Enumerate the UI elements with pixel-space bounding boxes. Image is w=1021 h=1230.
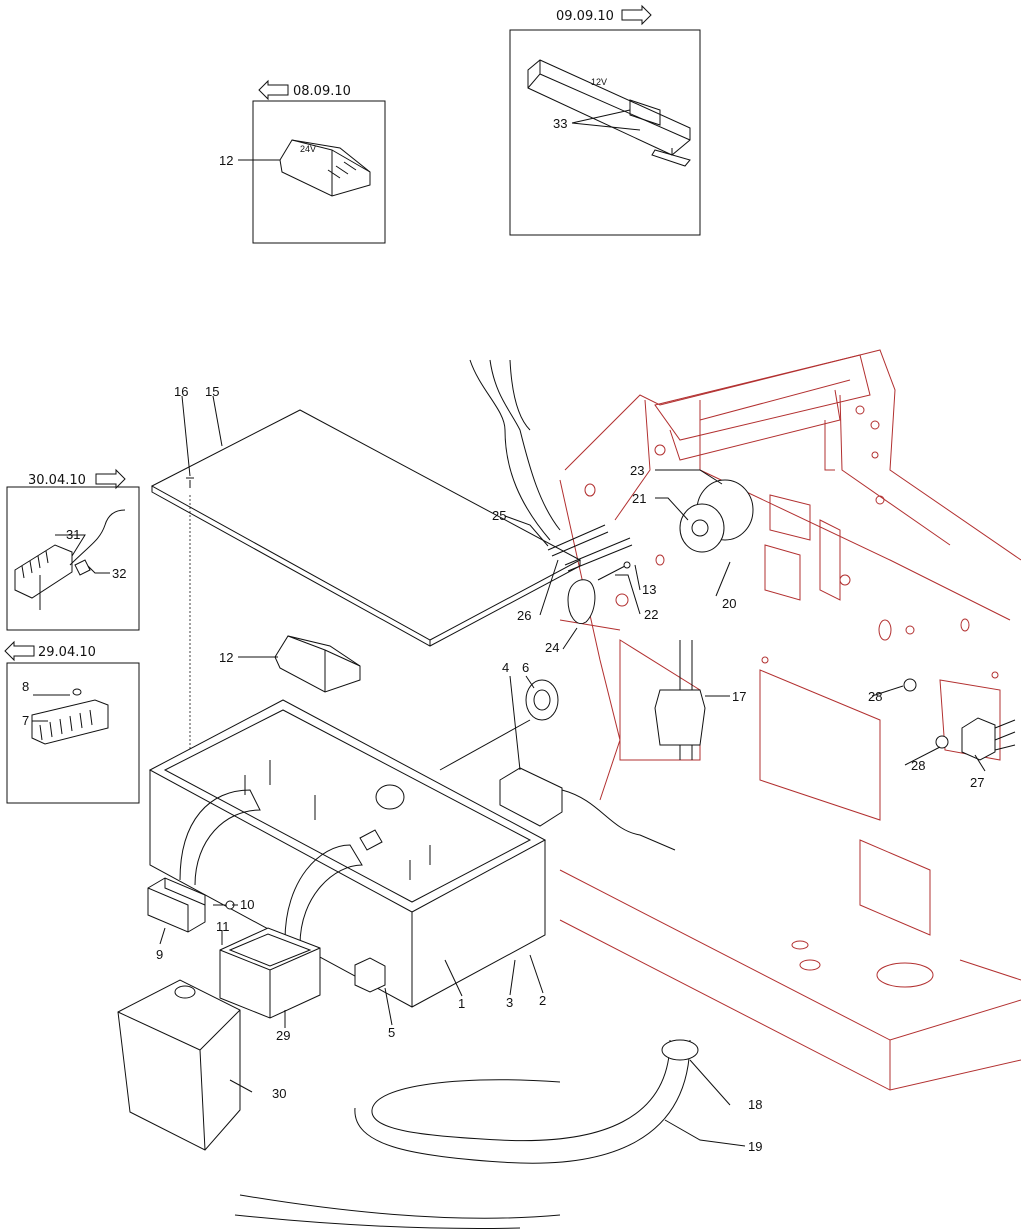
part-number-label: 19 (748, 1139, 762, 1154)
power-cable-19 (234, 1039, 699, 1229)
part-number-label: 33 (553, 116, 567, 131)
part-number-label: 15 (205, 384, 219, 399)
part-number-label: 22 (644, 607, 658, 622)
leader-lines (32, 109, 986, 1147)
part-number-label: 26 (517, 608, 531, 623)
part-number-label: 11 (216, 919, 230, 934)
inset-12v-transformer (509, 29, 701, 236)
rotary-switch-20 (679, 479, 754, 553)
cover-plate (150, 409, 582, 647)
ribbon-cables (179, 789, 363, 946)
transformer-12 (274, 635, 361, 693)
part-number-label: 28 (868, 689, 882, 704)
part-number-label: 29 (276, 1028, 290, 1043)
part-number-label: 5 (388, 1025, 395, 1040)
switch-5 (354, 957, 386, 993)
part-number-label: 2 (539, 993, 546, 1008)
inset-terminal-block (6, 662, 140, 804)
grommet-6 (525, 679, 559, 721)
part-number-label: 30 (272, 1086, 286, 1101)
part-number-label: 13 (642, 582, 656, 597)
date-labels: 09.09.10 08.09.10 30.04.10 29.04.10 (28, 9, 614, 660)
part-number-label: 28 (911, 758, 925, 773)
part-number-label: 25 (492, 508, 506, 523)
part-number-label: 24 (545, 640, 559, 655)
voltage-labels: 24V 12V (300, 77, 607, 154)
cable-bundle (469, 359, 633, 572)
part-number-label: 20 (722, 596, 736, 611)
part-number-label: 12 (219, 153, 233, 168)
screw-22 (597, 561, 631, 581)
machine-frame (559, 349, 1021, 1091)
part-number-label: 18 (748, 1097, 762, 1112)
date-label-080910: 08.09.10 (293, 84, 351, 99)
date-label-290410: 29.04.10 (38, 645, 96, 660)
part-number-label: 9 (156, 947, 163, 962)
part-number-label: 8 (22, 679, 29, 694)
cable-gland-17 (654, 640, 706, 760)
part-number-labels: 12 33 16 15 31 32 12 8 7 25 26 24 22 13 … (22, 116, 984, 1154)
part-number-label: 4 (502, 660, 509, 675)
knob-24 (567, 579, 596, 624)
part-number-label: 31 (66, 527, 80, 542)
screw-10 (213, 900, 235, 910)
inset-connector-harness (6, 486, 140, 631)
part-number-label: 7 (22, 713, 29, 728)
voltage-label-12v: 12V (591, 77, 607, 87)
date-arrow-icons (4, 4, 652, 662)
part-number-label: 1 (458, 996, 465, 1011)
part-number-label: 17 (732, 689, 746, 704)
relay-29 (219, 927, 321, 1019)
voltage-label-24v: 24V (300, 144, 316, 154)
part-number-label: 27 (970, 775, 984, 790)
screw-16 (186, 477, 194, 780)
date-label-300410: 30.04.10 (28, 473, 86, 488)
relay-30 (117, 979, 241, 1151)
part-number-label: 6 (522, 660, 529, 675)
relay-9 (147, 877, 206, 933)
part-number-label: 16 (174, 384, 188, 399)
part-number-label: 10 (240, 897, 254, 912)
inset-24v-transformer (252, 100, 386, 244)
part-number-label: 21 (632, 491, 646, 506)
part-number-label: 12 (219, 650, 233, 665)
terminal-27 (903, 678, 1016, 761)
date-label-090910: 09.09.10 (556, 9, 614, 24)
part-number-label: 3 (506, 995, 513, 1010)
housing-box (148, 699, 547, 1008)
part-number-label: 32 (112, 566, 126, 581)
part-number-label: 23 (630, 463, 644, 478)
